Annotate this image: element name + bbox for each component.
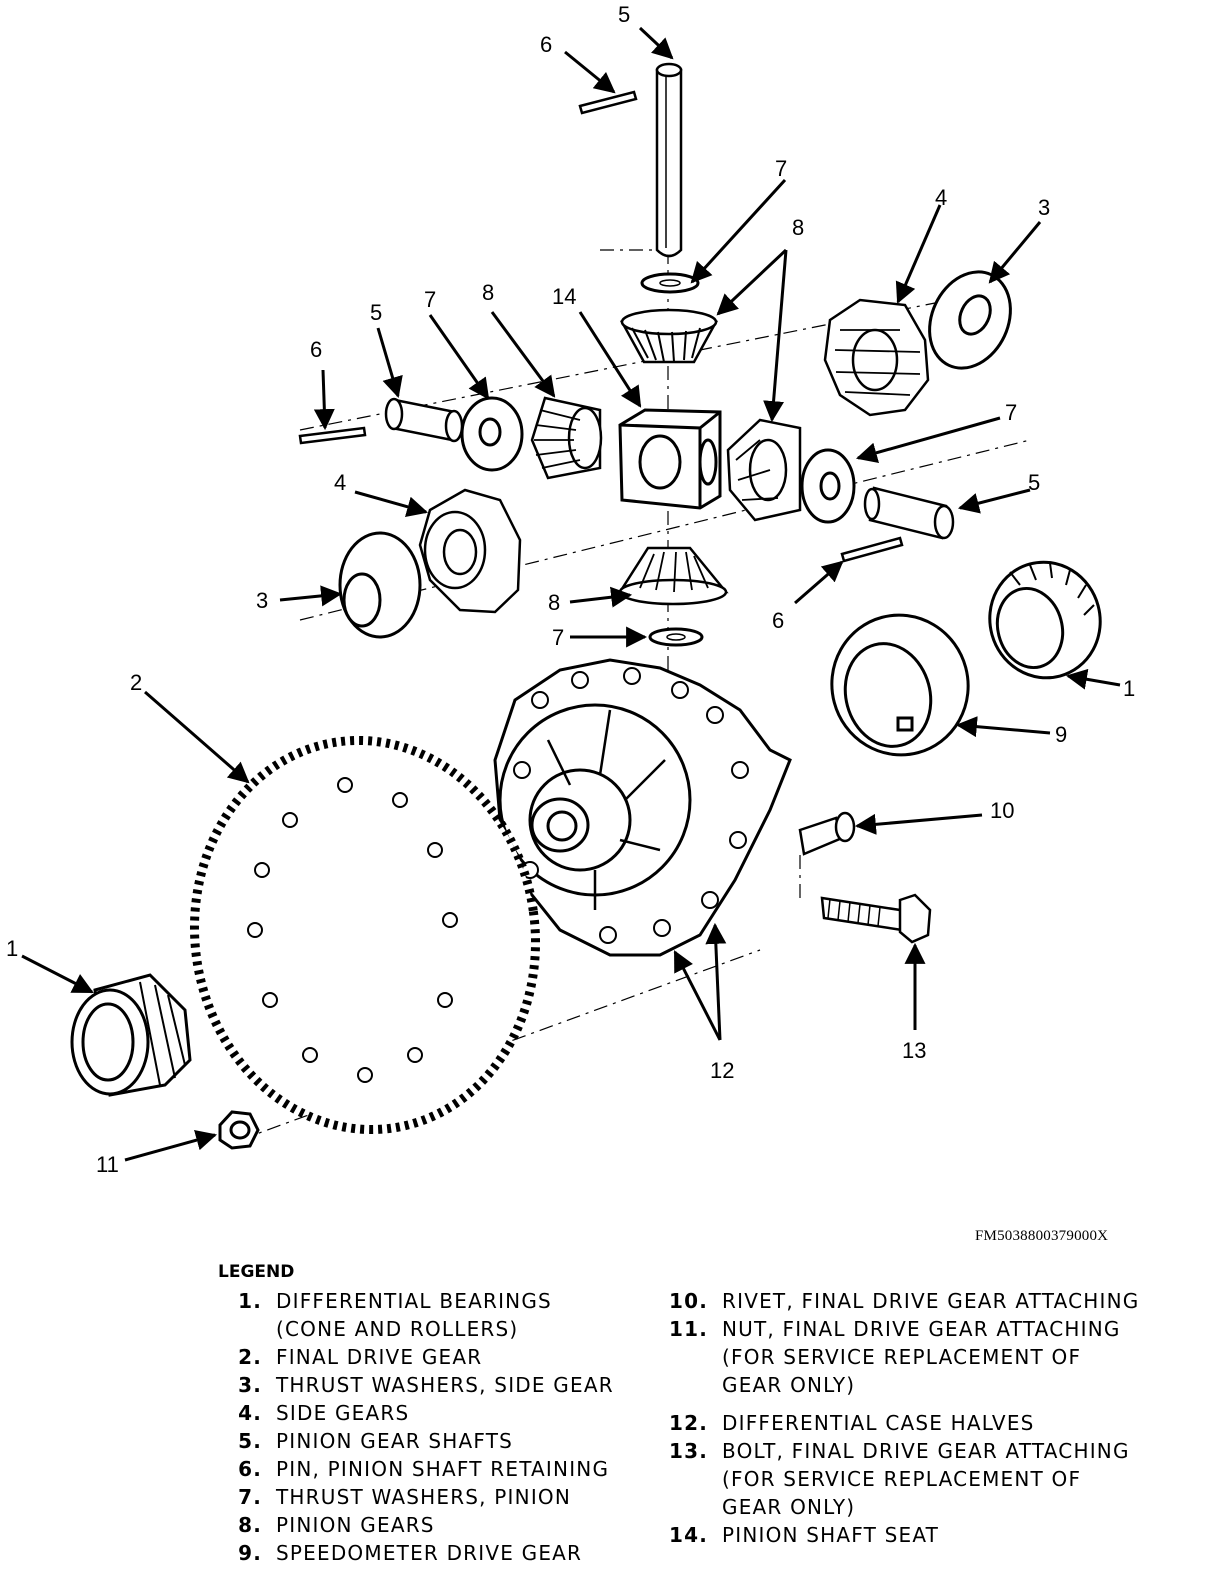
legend-item: 7.THRUST WASHERS, PINION [238, 1485, 572, 1509]
legend-item: 12.DIFFERENTIAL CASE HALVES [668, 1411, 1035, 1435]
callout-6-right: 6 [772, 608, 784, 633]
pinion-gear-bottom [617, 546, 729, 606]
legend-item: 4.SIDE GEARS [238, 1401, 410, 1425]
legend-item: 3.THRUST WASHERS, SIDE GEAR [238, 1373, 614, 1397]
callout-7-right: 7 [1005, 400, 1017, 425]
leader-arrows [21, 26, 1121, 1162]
callout-9: 9 [1055, 722, 1067, 747]
legend-item: 8.PINION GEARS [238, 1513, 435, 1537]
callout-8-left: 8 [482, 280, 494, 305]
callout-6-left: 6 [310, 337, 322, 362]
callout-3-right: 3 [1038, 195, 1050, 220]
legend-item: 2.FINAL DRIVE GEAR [238, 1345, 483, 1369]
callout-5-right: 5 [1028, 470, 1040, 495]
side-gear-thrust-washer-right [928, 270, 1012, 370]
differential-bearing-right [988, 560, 1102, 680]
side-gear-thrust-washer-left [338, 531, 422, 639]
differential-bearing-left [70, 973, 192, 1097]
callout-1-left: 1 [6, 936, 18, 961]
callout-5-left: 5 [370, 300, 382, 325]
figure-code: FM5038800379000X [975, 1228, 1109, 1244]
exploded-differential-diagram: 5 6 7 8 4 3 5 7 8 14 6 7 5 4 3 6 8 7 1 9… [6, 2, 1135, 1177]
callout-8-bottom: 8 [548, 590, 560, 615]
pinion-gear-top [619, 308, 719, 364]
pinion-gear-shaft-left [384, 397, 464, 443]
pinion-gear-left [530, 396, 603, 480]
legend-column-right: 10.RIVET, FINAL DRIVE GEAR ATTACHING 11.… [666, 1287, 1226, 1549]
callout-10: 10 [990, 798, 1014, 823]
callout-2: 2 [130, 670, 142, 695]
legend-item: 10.RIVET, FINAL DRIVE GEAR ATTACHING [668, 1289, 1140, 1313]
attaching-rivet [798, 811, 856, 856]
pinion-shaft-seat [618, 408, 722, 510]
retaining-pin-top [578, 90, 638, 115]
pinion-gear-right [726, 418, 802, 522]
legend-item: 1.DIFFERENTIAL BEARINGS(CONE AND ROLLERS… [238, 1289, 552, 1341]
callout-7-left: 7 [424, 287, 436, 312]
attaching-nut [218, 1110, 260, 1150]
callout-11: 11 [96, 1152, 119, 1177]
callout-7-bottom: 7 [552, 625, 564, 650]
legend-item: 13.BOLT, FINAL DRIVE GEAR ATTACHING(FOR … [668, 1439, 1130, 1519]
callout-4-left: 4 [334, 470, 346, 495]
legend-column-left: 1.DIFFERENTIAL BEARINGS(CONE AND ROLLERS… [220, 1287, 660, 1567]
legend-item: 9.SPEEDOMETER DRIVE GEAR [238, 1541, 583, 1565]
retaining-pin-right [840, 536, 904, 563]
callout-4-right: 4 [935, 185, 947, 210]
retaining-pin-left [298, 426, 367, 445]
legend-item: 5.PINION GEAR SHAFTS [238, 1429, 514, 1453]
callout-8-right: 8 [792, 215, 804, 240]
callout-5-top: 5 [618, 2, 630, 27]
attaching-bolt [820, 893, 932, 944]
callout-6-top: 6 [540, 32, 552, 57]
callout-14: 14 [552, 284, 576, 309]
speedometer-drive-gear [830, 613, 970, 757]
pinion-gear-shaft-right [863, 486, 955, 540]
callout-3-left: 3 [256, 588, 268, 613]
legend-item: 14.PINION SHAFT SEAT [668, 1523, 940, 1547]
callout-1-right: 1 [1123, 676, 1135, 701]
legend-item: 6.PIN, PINION SHAFT RETAINING [238, 1457, 610, 1481]
differential-case [493, 658, 792, 957]
callout-13: 13 [902, 1038, 926, 1063]
legend-title: LEGEND [218, 1262, 295, 1282]
callout-7-top: 7 [775, 156, 787, 181]
pinion-thrust-washer-left [460, 396, 524, 472]
final-drive-gear [189, 735, 541, 1135]
callout-12: 12 [710, 1058, 734, 1083]
side-gear-left [418, 488, 522, 614]
pinion-gear-shaft-top [655, 62, 683, 258]
pinion-thrust-washer-right [800, 448, 856, 524]
legend-item: 11.NUT, FINAL DRIVE GEAR ATTACHING(FOR S… [668, 1317, 1121, 1397]
side-gear-right [823, 298, 930, 417]
